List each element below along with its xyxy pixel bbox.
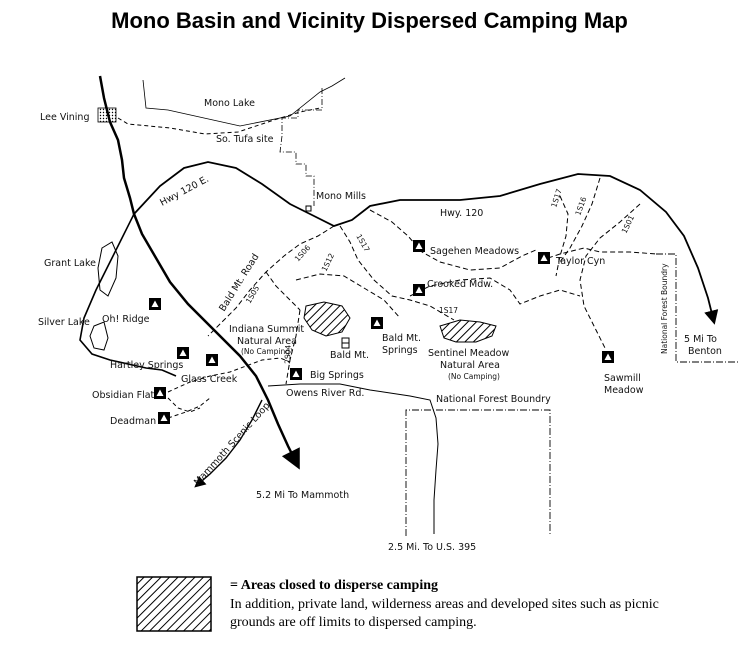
road-1s01-label: 1S01: [620, 214, 637, 235]
lee-vining-label: Lee Vining: [40, 112, 89, 123]
grant-lake-label: Grant Lake: [44, 258, 96, 269]
road-1s06-label: 1S06: [293, 243, 313, 263]
big-springs-camp-icon[interactable]: [290, 368, 302, 380]
sentinel-no-camping-label: (No Camping): [448, 372, 500, 381]
mono-mills-label: Mono Mills: [316, 191, 366, 202]
hartley-springs-label: Hartley Springs: [110, 360, 183, 371]
road-1s01: [579, 203, 641, 351]
sagehen-meadows-label: Sagehen Meadows: [430, 246, 519, 257]
taylor-cyn-label: Taylor Cyn: [555, 256, 605, 267]
road-2s04-label: 2S04: [283, 344, 293, 364]
road-deadman: [167, 397, 211, 419]
indiana-summit-natural-area-label: Natural Area: [237, 336, 297, 347]
map-canvas: Lee Vining Mono Lake So. Tufa site Mono …: [38, 75, 739, 553]
crooked-mdw-camp-icon[interactable]: [413, 284, 425, 296]
sentinel-natural-area-label: Natural Area: [440, 360, 500, 371]
oh-ridge-camp-icon[interactable]: [149, 298, 161, 310]
oh-ridge-label: Oh! Ridge: [102, 314, 150, 325]
silver-lake: [89, 321, 109, 351]
national-forest-boundary-east: [656, 253, 739, 363]
indiana-summit-no-camping-label: (No Camping): [241, 347, 293, 356]
deadman-camp-icon[interactable]: [158, 412, 170, 424]
sawmill-label-2: Meadow: [604, 385, 644, 396]
national-forest-boundary-south: [405, 409, 551, 536]
road-tufa-spur: [167, 357, 291, 393]
hwy-120-road: [133, 161, 719, 325]
section-boundary-north: [279, 88, 323, 206]
glass-creek-label: Glass Creek: [181, 374, 238, 385]
owens-river-road: [267, 383, 439, 534]
road-1s17-label-b: 1S17: [439, 306, 458, 315]
bald-mt-springs-camp-icon[interactable]: [371, 317, 383, 329]
june-lake-loop: [79, 213, 177, 377]
legend: = Areas closed to disperse camping In ad…: [136, 576, 736, 636]
indiana-summit-closed-area: [303, 301, 351, 337]
road-crooked: [409, 277, 581, 305]
bald-mt-springs-label-1: Bald Mt.: [382, 333, 421, 344]
mono-mills-marker: [305, 205, 312, 212]
road-1s17-west: [339, 225, 455, 321]
road-1s17-label-a: 1S17: [354, 233, 371, 254]
map-title: Mono Basin and Vicinity Dispersed Campin…: [111, 8, 628, 33]
silver-lake-label: Silver Lake: [38, 317, 90, 328]
sawmill-label-1: Sawmill: [604, 373, 641, 384]
deadman-label: Deadman: [110, 416, 156, 427]
crooked-mdw-label: Crooked Mdw.: [427, 279, 493, 290]
mono-lake-shoreline: [142, 77, 346, 127]
grant-lake: [97, 241, 119, 297]
obsidian-flat-label: Obsidian Flat: [92, 390, 155, 401]
mono-lake-label: Mono Lake: [204, 98, 255, 109]
road-1s16-label: 1S16: [573, 195, 588, 216]
glass-creek-camp-icon[interactable]: [206, 354, 218, 366]
to-us395-label: 2.5 Mi. To U.S. 395: [388, 542, 476, 553]
road-obsidian: [167, 397, 201, 413]
sentinel-meadow-label: Sentinel Meadow: [428, 348, 509, 359]
bald-mt-label: Bald Mt.: [330, 350, 369, 361]
national-forest-boundary-south-label: National Forest Boundry: [436, 394, 551, 405]
mammoth-scenic-loop-road: [194, 399, 263, 488]
obsidian-flat-camp-icon[interactable]: [154, 387, 166, 399]
sagehen-meadows-camp-icon[interactable]: [413, 240, 425, 252]
road-1s05: [265, 271, 301, 311]
mammoth-scenic-loop-label: Mammoth Scenic Loop: [192, 400, 272, 488]
road-1s17-label-c: 1S17: [549, 187, 564, 208]
owens-river-rd-label: Owens River Rd.: [286, 388, 364, 399]
hwy-395-road: [98, 75, 300, 470]
legend-hatch-swatch: [136, 576, 212, 632]
hartley-springs-camp-icon[interactable]: [177, 347, 189, 359]
bald-mt-springs-label-2: Springs: [382, 345, 418, 356]
road-1s12: [295, 273, 401, 319]
road-1s05-label: 1S05: [244, 284, 261, 305]
road-taylor-to-hwy: [547, 247, 657, 259]
road-1s17-east: [555, 195, 569, 277]
hwy-120e-label: Hwy 120 E.: [158, 174, 211, 209]
road-1s12-label: 1S12: [320, 252, 337, 273]
legend-title: = Areas closed to disperse camping: [230, 578, 438, 593]
sawmill-meadow-camp-icon[interactable]: [602, 351, 614, 363]
benton-label-2: Benton: [688, 346, 722, 357]
tufa-road: [117, 107, 321, 135]
sentinel-meadow-closed-area: [439, 319, 497, 343]
big-springs-label: Big Springs: [310, 370, 364, 381]
hwy-120-label: Hwy. 120: [440, 208, 483, 219]
indiana-summit-label: Indiana Summit: [229, 324, 304, 335]
benton-label-1: 5 Mi To: [684, 334, 717, 345]
so-tufa-label: So. Tufa site: [216, 134, 274, 145]
taylor-cyn-camp-icon[interactable]: [538, 252, 550, 264]
road-sagehen: [369, 209, 537, 271]
to-mammoth-label: 5.2 Mi To Mammoth: [256, 490, 349, 501]
national-forest-boundary-east-label: National Forest Boundry: [660, 263, 669, 354]
legend-text: In addition, private land, wilderness ar…: [230, 597, 659, 630]
